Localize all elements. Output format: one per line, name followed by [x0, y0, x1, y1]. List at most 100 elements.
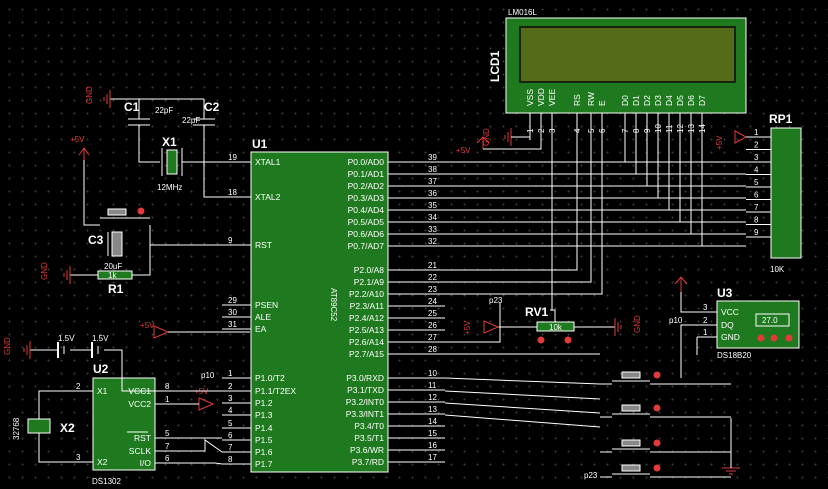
- reset-button-indicator[interactable]: [137, 207, 145, 215]
- rv1-ref: RV1: [525, 305, 548, 319]
- x2-body: [27, 418, 51, 434]
- lcd-pin-number: 13: [687, 124, 696, 133]
- mcu-pin-label: P2.5/A13: [349, 325, 384, 335]
- mcu-pin-number: 34: [428, 213, 437, 222]
- gnd-label-1: GND: [85, 86, 94, 104]
- crystal-x2-circuit[interactable]: 32768 X2: [12, 390, 93, 463]
- net-label-p10-1: p10: [201, 371, 215, 380]
- rv1-decrease[interactable]: [537, 336, 545, 344]
- x1-body: [166, 149, 178, 175]
- x2-value: 32768: [12, 417, 21, 440]
- rp1-pin-number: 8: [754, 216, 759, 225]
- mcu-pin-label: P0.1/AD1: [348, 169, 385, 179]
- vcc-reset: +5V: [70, 135, 90, 160]
- mcu-pin-number: 38: [428, 165, 437, 174]
- battery-pack[interactable]: 1.5V 1.5V: [30, 334, 188, 392]
- mcu-pin-label: P0.7/AD7: [348, 241, 385, 251]
- mcu-pin-label: P3.6/WR: [350, 445, 384, 455]
- vcc-label-4: +5V: [456, 146, 471, 155]
- rp1-pin-number: 6: [754, 191, 759, 200]
- keypad-buttons[interactable]: [600, 371, 731, 478]
- vcc-label-1: +5V: [70, 135, 85, 144]
- reset-circuit[interactable]: C3 20uF 1k R1: [70, 160, 250, 296]
- wire: [445, 140, 703, 247]
- sensor-pin-number: 2: [703, 316, 708, 325]
- mcu-pin-group: XTAL119XTAL218RST9PSEN29ALE30EA31P1.0/T2…: [222, 153, 445, 469]
- x1-value: 12MHz: [157, 183, 182, 192]
- lcd-module[interactable]: LM016L LCD1 VSS1VDD2VEE3RS4RW5E6D07D18D2…: [488, 8, 747, 140]
- lcd-pin-number: 7: [621, 128, 630, 133]
- key-indicator-3[interactable]: [653, 439, 661, 447]
- sensor-ref: U3: [717, 286, 733, 300]
- key-indicator-4[interactable]: [653, 464, 661, 472]
- mcu-pin-label: P3.4/T0: [354, 421, 384, 431]
- lcd-pin-number: 5: [587, 128, 596, 133]
- mcu-pin-label: P3.1/TXD: [347, 385, 384, 395]
- gnd-rv1: GND: [614, 315, 642, 336]
- rp1-pin-number: 9: [754, 228, 759, 237]
- vcc-rp1: +5V: [715, 130, 771, 150]
- reset-button[interactable]: [107, 208, 127, 216]
- crystal-x1-circuit[interactable]: C1 22pF C2 22pF X1 12MHz: [110, 98, 250, 198]
- rtc-pin-number: 1: [165, 395, 170, 404]
- key-button-3[interactable]: [621, 439, 641, 447]
- mcu-pin-label: P0.6/AD6: [348, 229, 385, 239]
- wire: [444, 402, 601, 414]
- mcu-pin-number: 33: [428, 225, 437, 234]
- vcc-label-5: +5V: [715, 135, 724, 150]
- mcu-pin-label: P2.2/A10: [349, 289, 384, 299]
- sensor-up-button[interactable]: [770, 334, 778, 342]
- wire: [445, 140, 603, 295]
- rtc-pin-label: X1: [97, 386, 108, 396]
- mcu-pin-label: P0.0/AD0: [348, 157, 385, 167]
- mcu-pin-label: P0.2/AD2: [348, 181, 385, 191]
- lcd-pin-label: D2: [642, 95, 652, 106]
- mcu-body: [250, 151, 389, 473]
- c3-ref: C3: [88, 233, 104, 247]
- lcd-pin-label: RS: [572, 94, 582, 106]
- key-button-1[interactable]: [621, 371, 641, 379]
- wire: [445, 140, 648, 187]
- wire: [445, 140, 626, 163]
- key-indicator-2[interactable]: [653, 404, 661, 412]
- vcc-label-2: +5V: [140, 321, 155, 330]
- potentiometer-rv1[interactable]: RV1 10k: [498, 305, 615, 344]
- mcu-pin-label: P2.7/A15: [349, 349, 384, 359]
- key-button-4[interactable]: [621, 464, 641, 472]
- rtc-model-label: DS1302: [92, 477, 121, 486]
- sensor-down-button[interactable]: [757, 334, 765, 342]
- lcd-pin-number: 14: [698, 124, 707, 133]
- net-label-p23-1: p23: [489, 296, 503, 305]
- lcd-pin-number: 9: [643, 128, 652, 133]
- rtc-pin-number: 8: [165, 382, 170, 391]
- mcu-pin-number: 22: [428, 273, 437, 282]
- mcu-u1[interactable]: U1 AT89C52 XTAL119XTAL218RST9PSEN29ALE30…: [222, 137, 445, 473]
- mcu-pin-number: 5: [228, 419, 233, 428]
- rtc-body: [92, 377, 156, 471]
- key-button-2[interactable]: [621, 404, 641, 412]
- battery-1-label: 1.5V: [58, 334, 75, 343]
- wire: [444, 414, 601, 428]
- rp1-pin-number: 4: [754, 166, 759, 175]
- vcc-lcd: +5V: [456, 114, 542, 155]
- key-indicator-1[interactable]: [653, 371, 661, 379]
- sensor-toggle-button[interactable]: [785, 334, 793, 342]
- mcu-pin-number: 21: [428, 261, 437, 270]
- mcu-pin-label: P1.1/T2EX: [255, 386, 296, 396]
- rp1-body: [770, 127, 802, 259]
- mcu-pin-label: P2.1/A9: [354, 277, 385, 287]
- mcu-pin-number: 2: [228, 382, 233, 391]
- mcu-pin-number: 30: [228, 308, 237, 317]
- mcu-pin-label: P1.6: [255, 447, 273, 457]
- rp1-ref: RP1: [769, 112, 793, 126]
- sensor-reading: 27.0: [762, 316, 778, 325]
- mcu-pin-number: 18: [228, 188, 237, 197]
- mcu-pin-label: P2.0/A8: [354, 265, 385, 275]
- lcd-pin-label: D6: [686, 95, 696, 106]
- rv1-increase[interactable]: [564, 336, 572, 344]
- rp1-pin-number: 5: [754, 178, 759, 187]
